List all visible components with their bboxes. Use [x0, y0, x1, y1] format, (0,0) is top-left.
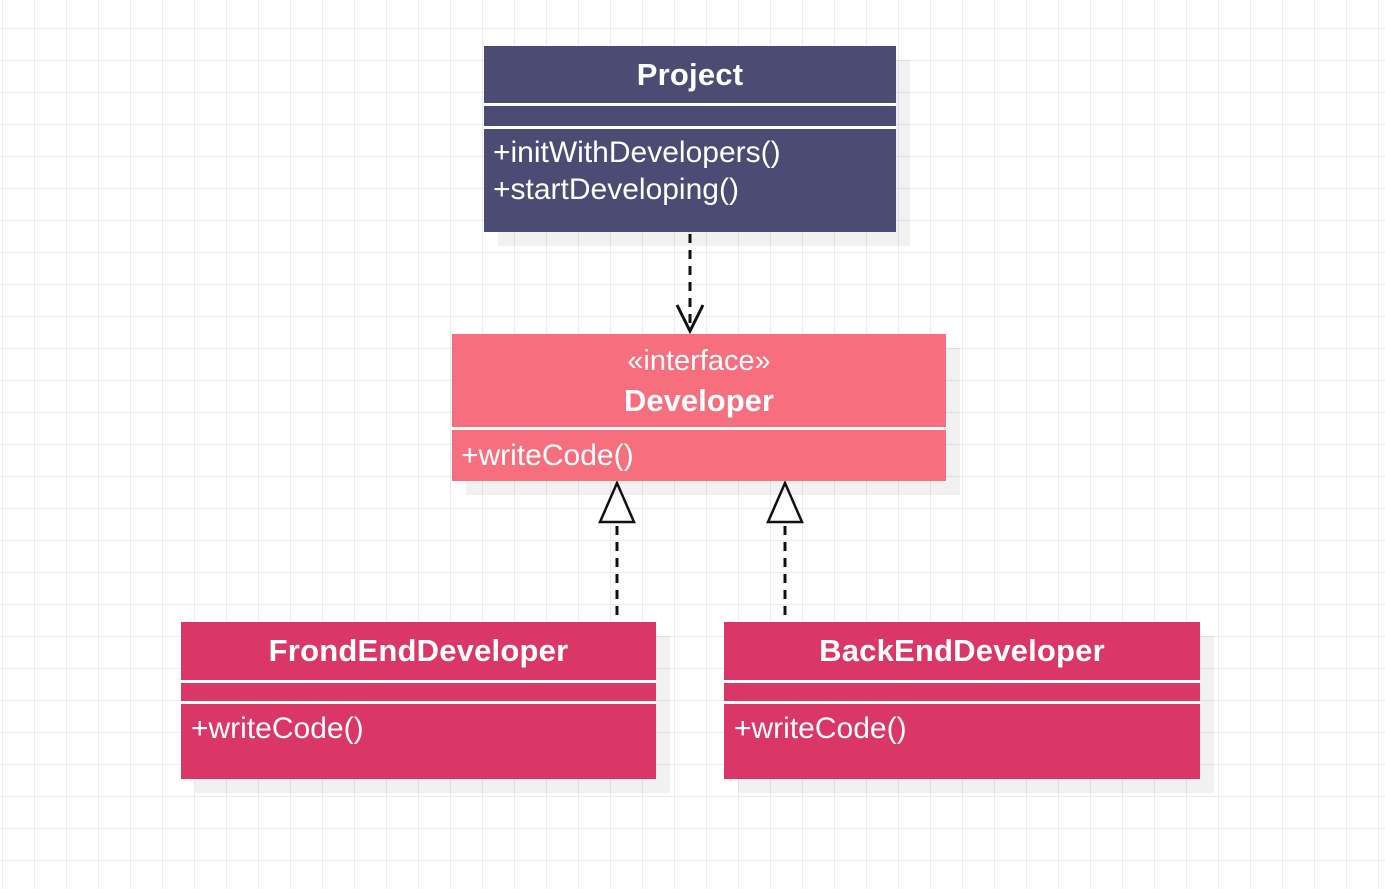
- method-label: +startDeveloping(): [493, 173, 739, 206]
- interface-header: «interface» Developer: [452, 334, 946, 427]
- class-title: Project: [636, 56, 744, 92]
- realization-arrow-backend-to-developer: [766, 479, 804, 620]
- class-methods-section: +writeCode(): [181, 704, 656, 779]
- hollow-triangle-arrowhead-icon: [598, 479, 636, 524]
- interface-title: Developer: [624, 382, 774, 418]
- hollow-triangle-arrowhead-icon: [766, 479, 804, 524]
- class-attributes-section: [724, 680, 1200, 704]
- method-label: +writeCode(): [734, 712, 907, 745]
- realization-arrow-frontend-to-developer: [598, 479, 636, 620]
- class-box-project: Project +initWithDevelopers() +startDeve…: [484, 46, 896, 232]
- stereotype-label: «interface»: [627, 344, 771, 377]
- class-box-backenddeveloper: BackEndDeveloper +writeCode(): [724, 622, 1200, 779]
- class-attributes-section: [181, 680, 656, 704]
- class-attributes-section: [484, 103, 896, 129]
- interface-methods-section: +writeCode(): [452, 427, 946, 481]
- class-title: FrondEndDeveloper: [268, 633, 569, 668]
- class-methods-section: +writeCode(): [724, 704, 1200, 779]
- open-arrowhead-icon: [675, 304, 705, 335]
- method-label: +writeCode(): [461, 439, 634, 472]
- class-title: BackEndDeveloper: [819, 633, 1105, 668]
- interface-box-developer: «interface» Developer +writeCode(): [452, 334, 946, 481]
- dependency-arrow-project-to-developer: [675, 234, 705, 335]
- class-methods-section: +initWithDevelopers() +startDeveloping(): [484, 129, 896, 232]
- method-label: +initWithDevelopers(): [493, 136, 781, 169]
- method-label: +writeCode(): [191, 712, 364, 745]
- class-box-frondenddeveloper: FrondEndDeveloper +writeCode(): [181, 622, 656, 779]
